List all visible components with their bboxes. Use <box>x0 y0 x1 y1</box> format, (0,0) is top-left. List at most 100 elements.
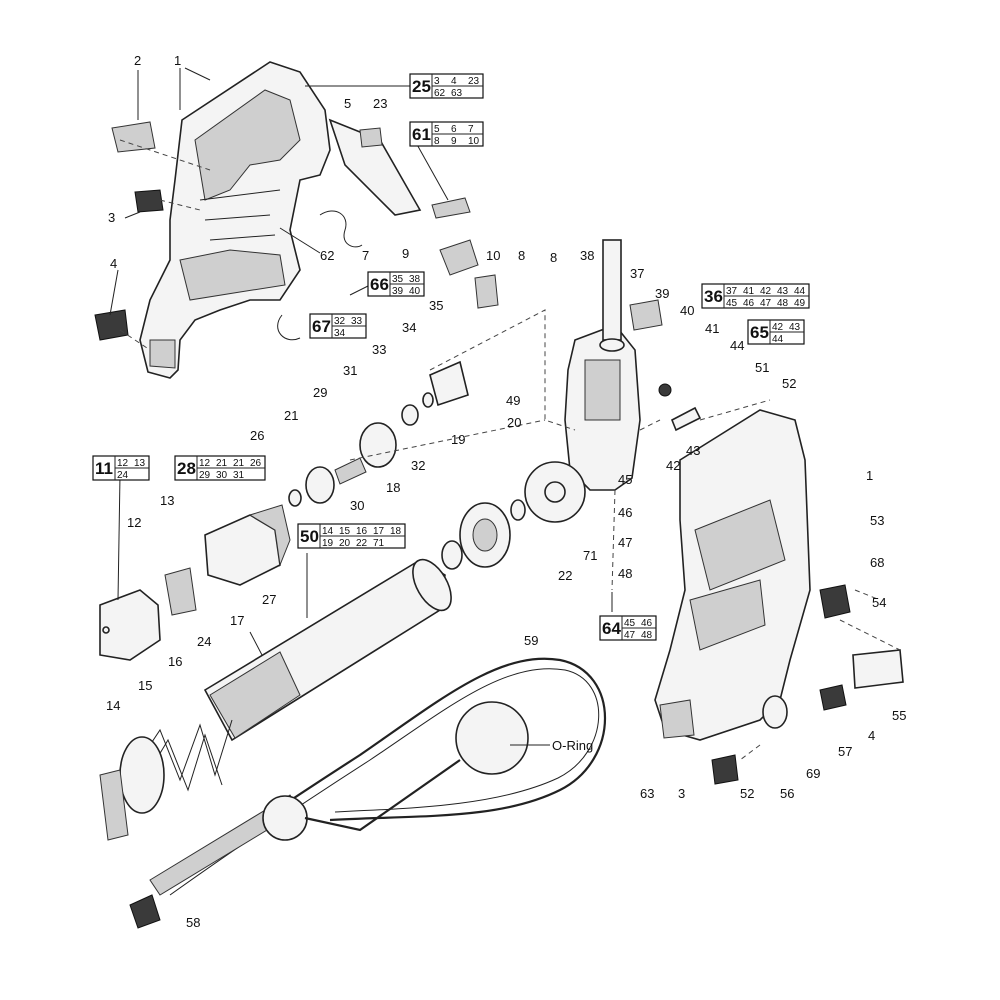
kit-part-number: 33 <box>351 316 363 327</box>
callout-label: 26 <box>250 428 264 443</box>
callout-label: 51 <box>755 360 769 375</box>
callout-label: 9 <box>402 246 409 261</box>
kit-part-number: 19 <box>322 538 334 549</box>
callout-label: 20 <box>507 415 521 430</box>
kit-part-number: 42 <box>760 286 772 297</box>
kit-part-number: 38 <box>409 274 421 285</box>
kit-part-number: 42 <box>772 322 784 333</box>
callout-label: 27 <box>262 592 276 607</box>
kit-part-number: 3 <box>434 76 440 87</box>
callout-label: 18 <box>386 480 400 495</box>
part-callouts: 1 2 3 4 5 7 9 10 8 8 62 23 38 37 39 40 4… <box>106 53 906 930</box>
callout-label: 2 <box>134 53 141 68</box>
callout-label: 13 <box>160 493 174 508</box>
callout-label: 29 <box>313 385 327 400</box>
o-ring-note: O-Ring <box>552 738 593 753</box>
kit-part-number: 23 <box>468 76 480 87</box>
kit-number: 67 <box>312 317 331 336</box>
kit-part-number: 63 <box>451 88 463 99</box>
kit-part-number: 12 <box>117 458 129 469</box>
callout-label: 3 <box>108 210 115 225</box>
kit-part-number: 21 <box>216 458 228 469</box>
callout-label: 33 <box>372 342 386 357</box>
trigger-switch-parts <box>94 118 499 341</box>
callout-label: 4 <box>110 256 117 271</box>
callout-label: 7 <box>362 248 369 263</box>
ring-gear <box>524 461 586 523</box>
kit-part-number: 7 <box>468 124 474 135</box>
callout-label: 48 <box>618 566 632 581</box>
callout-label: 10 <box>486 248 500 263</box>
kit-part-number: 44 <box>772 334 784 345</box>
kit-part-number: 44 <box>794 286 806 297</box>
callout-label: 8 <box>518 248 525 263</box>
callout-label: 4 <box>868 728 875 743</box>
kit-part-number: 35 <box>392 274 404 285</box>
kit-number: 25 <box>412 77 431 96</box>
callout-label: 17 <box>230 613 244 628</box>
kit-part-number: 48 <box>641 630 653 641</box>
kit-part-number: 20 <box>339 538 351 549</box>
callout-label: 55 <box>892 708 906 723</box>
callout-leaders <box>109 67 613 746</box>
kit-part-number: 71 <box>373 538 385 549</box>
callout-label: 15 <box>138 678 152 693</box>
follower-spring <box>139 719 233 792</box>
kit-part-number: 12 <box>199 458 211 469</box>
left-handle-housing <box>139 61 331 379</box>
kit-part-number: 34 <box>334 328 346 339</box>
kit-part-number: 18 <box>390 526 402 537</box>
callout-label: 53 <box>870 513 884 528</box>
callout-label: 46 <box>618 505 632 520</box>
callout-label: 59 <box>524 633 538 648</box>
grease-hose <box>129 657 606 929</box>
kit-part-number: 49 <box>794 298 806 309</box>
kit-part-number: 45 <box>624 618 636 629</box>
kit-part-number: 40 <box>409 286 421 297</box>
callout-label: 45 <box>618 472 632 487</box>
kit-part-number: 47 <box>624 630 636 641</box>
kit-part-number: 16 <box>356 526 368 537</box>
grease-barrel <box>203 558 452 742</box>
callout-label: 54 <box>872 595 886 610</box>
callout-label: 42 <box>666 458 680 473</box>
callout-label: 8 <box>550 250 557 265</box>
kit-part-number: 45 <box>726 298 738 309</box>
kit-number: 61 <box>412 125 431 144</box>
kit-part-number: 24 <box>117 470 129 481</box>
kit-part-number: 22 <box>356 538 368 549</box>
kit-number: 36 <box>704 287 723 306</box>
kit-part-number: 21 <box>233 458 245 469</box>
callout-label: 16 <box>168 654 182 669</box>
callout-label: 52 <box>782 376 796 391</box>
kit-part-number: 32 <box>334 316 346 327</box>
kit-part-number: 39 <box>392 286 404 297</box>
callout-label: 41 <box>705 321 719 336</box>
callout-label: 12 <box>127 515 141 530</box>
kit-part-number: 8 <box>434 136 440 147</box>
callout-label: 71 <box>583 548 597 563</box>
callout-label: 1 <box>174 53 181 68</box>
kit-number: 65 <box>750 323 769 342</box>
end-cap <box>99 736 165 841</box>
kit-number: 28 <box>177 459 196 478</box>
kit-number: 66 <box>370 275 389 294</box>
callout-label: 32 <box>411 458 425 473</box>
callout-label: 63 <box>640 786 654 801</box>
callout-label: 37 <box>630 266 644 281</box>
callout-label: 40 <box>680 303 694 318</box>
callout-label: 68 <box>870 555 884 570</box>
kit-part-number: 17 <box>373 526 385 537</box>
alignment-lines <box>119 139 901 761</box>
kit-part-number: 48 <box>777 298 789 309</box>
kit-number: 64 <box>602 619 621 638</box>
callout-label: 34 <box>402 320 416 335</box>
callout-label: 21 <box>284 408 298 423</box>
kit-part-number: 4 <box>451 76 457 87</box>
kit-part-number: 9 <box>451 136 457 147</box>
